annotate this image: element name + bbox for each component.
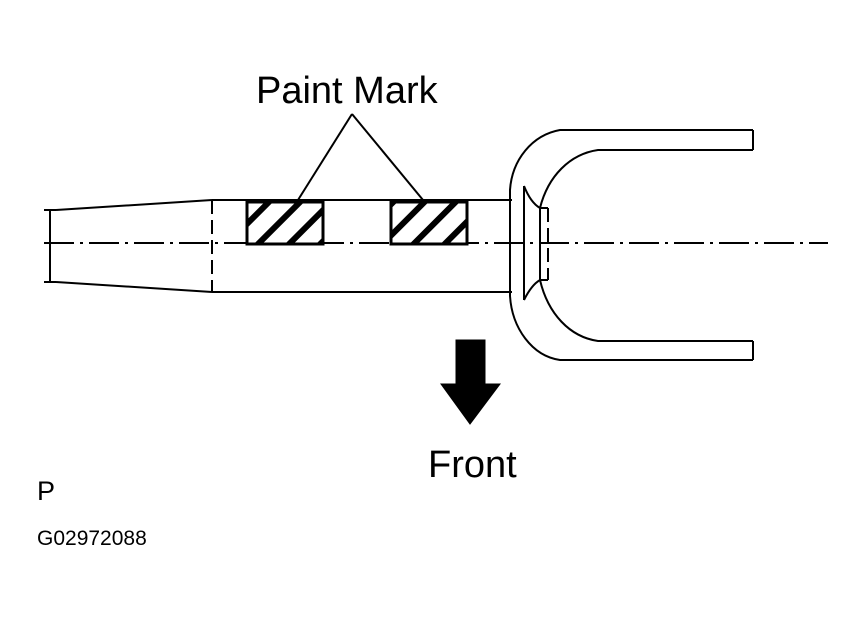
figure-id-label: G02972088 bbox=[37, 527, 147, 550]
paint-mark-label: Paint Mark bbox=[256, 70, 438, 112]
yoke bbox=[509, 129, 754, 361]
shaft-tapered-end bbox=[55, 199, 213, 293]
front-arrow-icon bbox=[440, 339, 501, 425]
front-label: Front bbox=[428, 444, 517, 486]
dimension-bracket bbox=[44, 209, 56, 283]
paint-mark-right bbox=[389, 200, 469, 246]
shaft-body bbox=[212, 199, 512, 293]
view-code-label: P bbox=[37, 476, 56, 506]
paint-mark-left bbox=[245, 200, 325, 246]
paint-mark-leader-lines bbox=[297, 113, 424, 201]
